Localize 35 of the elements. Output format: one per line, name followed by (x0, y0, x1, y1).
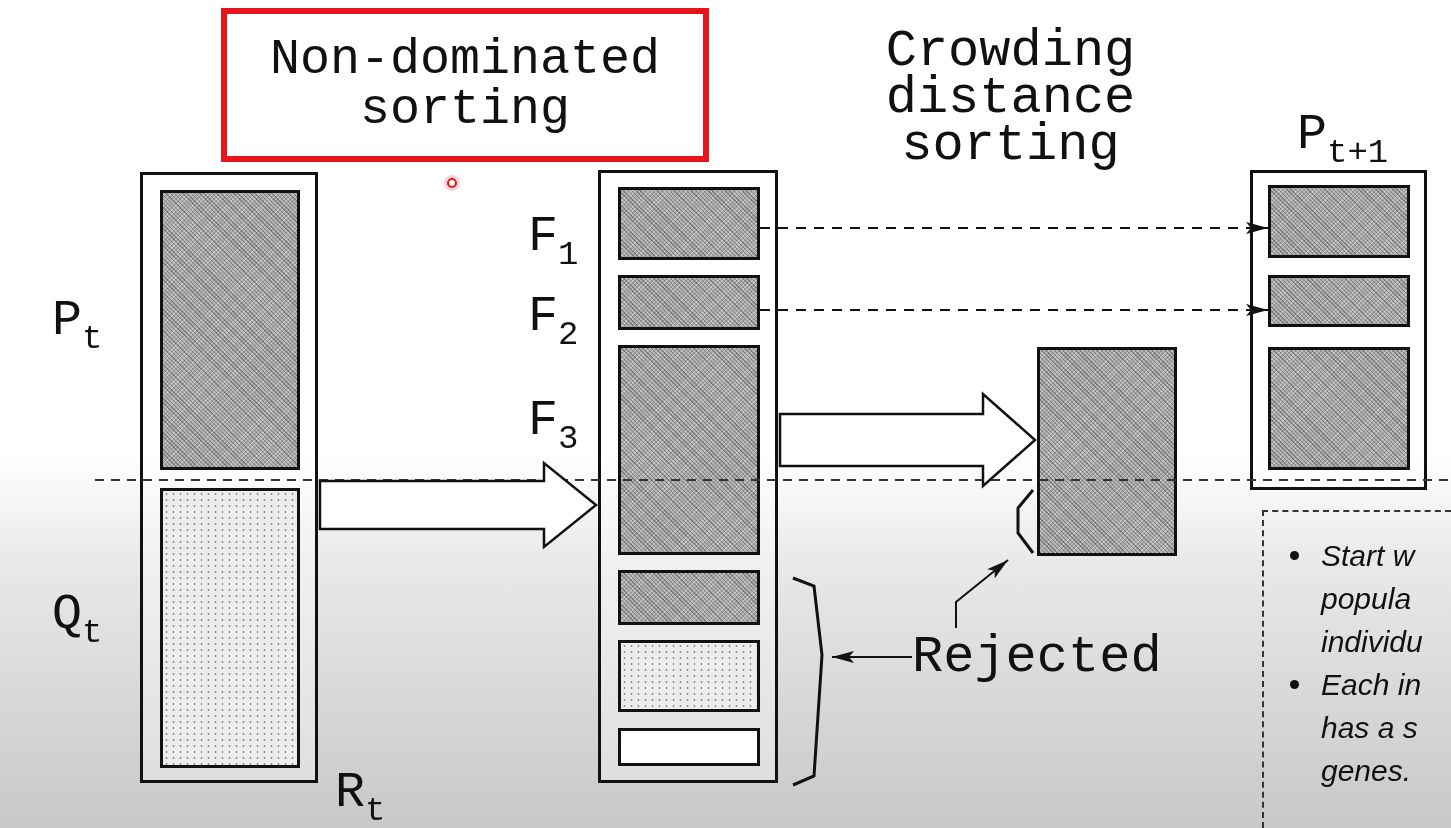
population-column (1250, 170, 1427, 490)
front-block (1268, 275, 1410, 327)
set-label: P$_{t}$ (52, 296, 103, 356)
set-label: P$_{t+1}$ (1297, 110, 1389, 170)
front-block (1268, 185, 1410, 258)
set-label: R$_{t}$ (335, 768, 386, 828)
front-block (618, 345, 760, 555)
front-block (1037, 347, 1177, 556)
population-block (160, 488, 300, 768)
block-arrow (778, 391, 1037, 489)
heading-box (221, 8, 709, 162)
set-label: Q$_{t}$ (52, 590, 103, 650)
arrow (759, 222, 1269, 234)
heading-text: Non-dominated sorting (268, 35, 662, 135)
front-block (618, 570, 760, 625)
note-box (1262, 510, 1451, 828)
set-label: F$_{3}$ (528, 396, 579, 456)
bullet-text: Each in has a s genes. (1321, 667, 1423, 789)
heading-text: Crowding distance sorting (884, 28, 1137, 169)
front-block (1268, 347, 1410, 470)
arrow (759, 304, 1269, 316)
bullet-text: Start w popula individu (1321, 538, 1424, 660)
population-block (160, 190, 300, 470)
leader-line (955, 559, 1009, 629)
front-block (618, 640, 760, 712)
leader-line (831, 651, 913, 663)
set-label: F$_{2}$ (528, 292, 579, 352)
front-block (618, 275, 760, 330)
front-block (618, 728, 760, 766)
front-block (618, 187, 760, 260)
front-column (598, 170, 778, 783)
population-column (140, 172, 318, 783)
set-label: F$_{1}$ (528, 212, 579, 272)
label-text: Rejected (912, 627, 1162, 687)
block-arrow (318, 460, 598, 550)
